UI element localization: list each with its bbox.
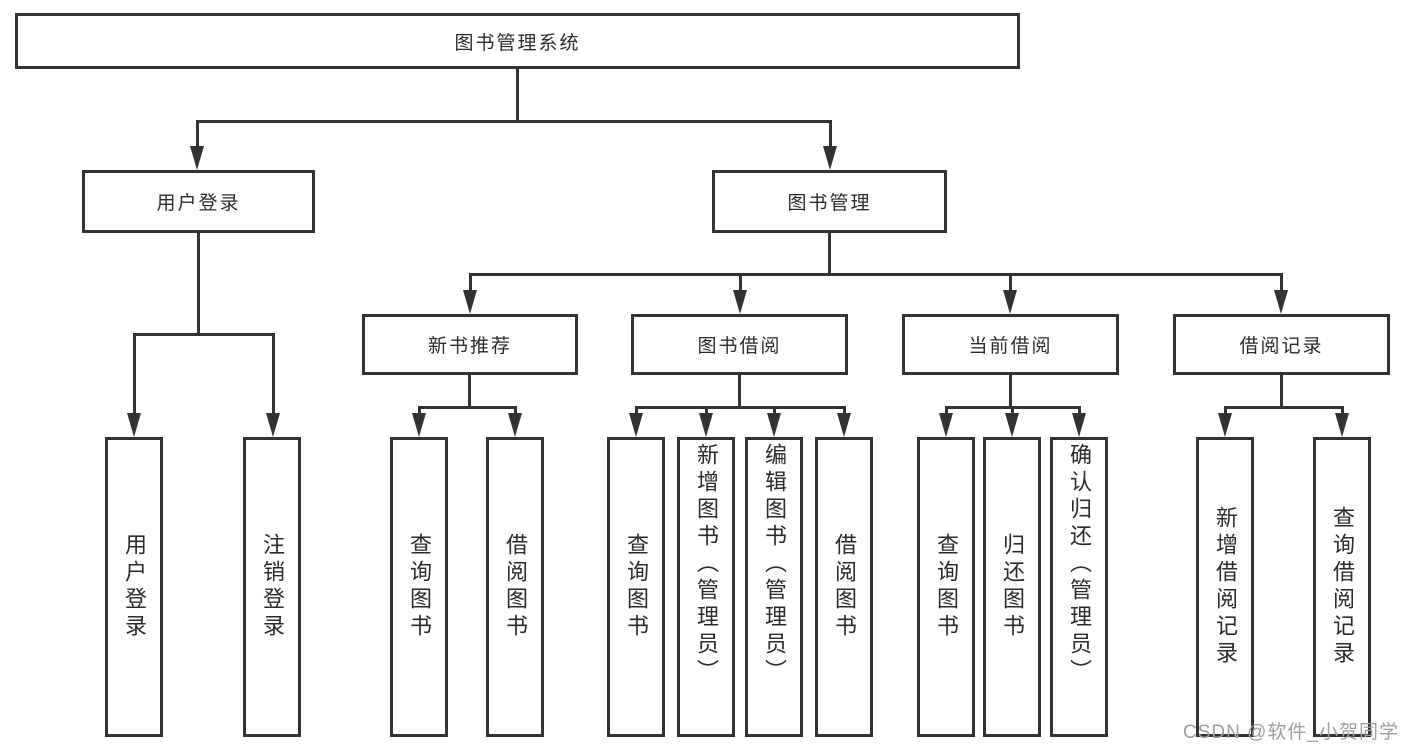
leaf-add-books-admin: 新增图书（管理员） [677, 437, 735, 737]
leaf-query-books-recommend-label: 查询图书 [407, 533, 432, 641]
leaf-logout-label: 注销登录 [260, 533, 285, 641]
leaf-query-borrow-record: 查询借阅记录 [1313, 437, 1371, 737]
leaf-borrow-books-recommend-label: 借阅图书 [503, 533, 528, 641]
leaf-edit-books-admin: 编辑图书（管理员） [745, 437, 803, 737]
leaf-add-borrow-record: 新增借阅记录 [1196, 437, 1254, 737]
leaf-borrow-books-recommend: 借阅图书 [486, 437, 544, 737]
edge-arrow-add-borrow-record [1218, 406, 1232, 437]
edge-arrow-confirm-return-admin [1072, 406, 1086, 437]
node-book-borrow: 图书借阅 [631, 314, 848, 375]
edge-bookmgmt-stem [828, 233, 831, 275]
edge-arrow-return-books [1005, 406, 1019, 437]
leaf-borrow-books-label: 借阅图书 [832, 533, 857, 641]
edge-arrow-edit-books-admin [767, 406, 781, 437]
edge-borrow-stem [738, 375, 741, 408]
edge-arrow-add-books-admin [699, 406, 713, 437]
edge-root-rail [196, 120, 832, 123]
edge-arrow-leaf-user-login [127, 333, 141, 437]
leaf-edit-books-admin-label: 编辑图书（管理员） [762, 443, 787, 686]
leaf-user-login-label: 用户登录 [122, 533, 147, 641]
edge-records-rail [1225, 406, 1344, 409]
leaf-return-books-label: 归还图书 [1000, 533, 1025, 641]
leaf-confirm-return-admin: 确认归还（管理员） [1050, 437, 1108, 737]
edge-borrow-rail [636, 406, 846, 409]
edge-arrow-book-borrow [733, 273, 747, 314]
edge-root-stem [516, 69, 519, 122]
leaf-return-books: 归还图书 [983, 437, 1041, 737]
node-new-book-recommend: 新书推荐 [362, 314, 578, 375]
edge-arrow-borrow-books [837, 406, 851, 437]
edge-userlogin-rail [134, 333, 275, 336]
edge-bookmgmt-rail [470, 273, 1282, 276]
leaf-query-borrow-record-label: 查询借阅记录 [1330, 506, 1355, 668]
edge-arrow-current-borrow [1003, 273, 1017, 314]
edge-arrow-user-login [190, 120, 204, 170]
leaf-add-borrow-record-label: 新增借阅记录 [1213, 506, 1238, 668]
leaf-confirm-return-admin-label: 确认归还（管理员） [1067, 443, 1092, 686]
edge-arrow-book-management [823, 120, 837, 170]
edge-arrow-borrow-books-recommend [508, 406, 522, 437]
edge-arrow-query-books-recommend [412, 406, 426, 437]
edge-arrow-new-book-recommend [463, 273, 477, 314]
edge-arrow-query-borrow-record [1335, 406, 1349, 437]
edge-records-stem [1280, 375, 1283, 408]
edge-arrow-query-books-borrow [629, 406, 643, 437]
edge-recommend-rail [419, 406, 517, 409]
leaf-query-books-recommend: 查询图书 [390, 437, 448, 737]
edge-recommend-stem [468, 375, 471, 408]
leaf-borrow-books: 借阅图书 [815, 437, 873, 737]
edge-userlogin-stem [197, 233, 200, 335]
node-user-login: 用户登录 [82, 170, 315, 233]
leaf-query-books-current: 查询图书 [917, 437, 975, 737]
node-borrow-records: 借阅记录 [1173, 314, 1390, 375]
edge-current-rail [946, 406, 1081, 409]
node-book-management: 图书管理 [712, 170, 947, 233]
node-root-system: 图书管理系统 [15, 13, 1020, 69]
edge-arrow-borrow-records [1274, 273, 1288, 314]
leaf-add-books-admin-label: 新增图书（管理员） [694, 443, 719, 686]
edge-current-stem [1009, 375, 1012, 408]
leaf-user-login: 用户登录 [105, 437, 163, 737]
leaf-query-books-borrow-label: 查询图书 [624, 533, 649, 641]
edge-arrow-leaf-logout [266, 333, 280, 437]
edge-arrow-query-books-current [939, 406, 953, 437]
csdn-watermark: CSDN @软件_小贺同学 [1183, 722, 1399, 743]
leaf-logout: 注销登录 [243, 437, 301, 737]
node-current-borrow: 当前借阅 [902, 314, 1119, 375]
leaf-query-books-current-label: 查询图书 [934, 533, 959, 641]
leaf-query-books-borrow: 查询图书 [607, 437, 665, 737]
